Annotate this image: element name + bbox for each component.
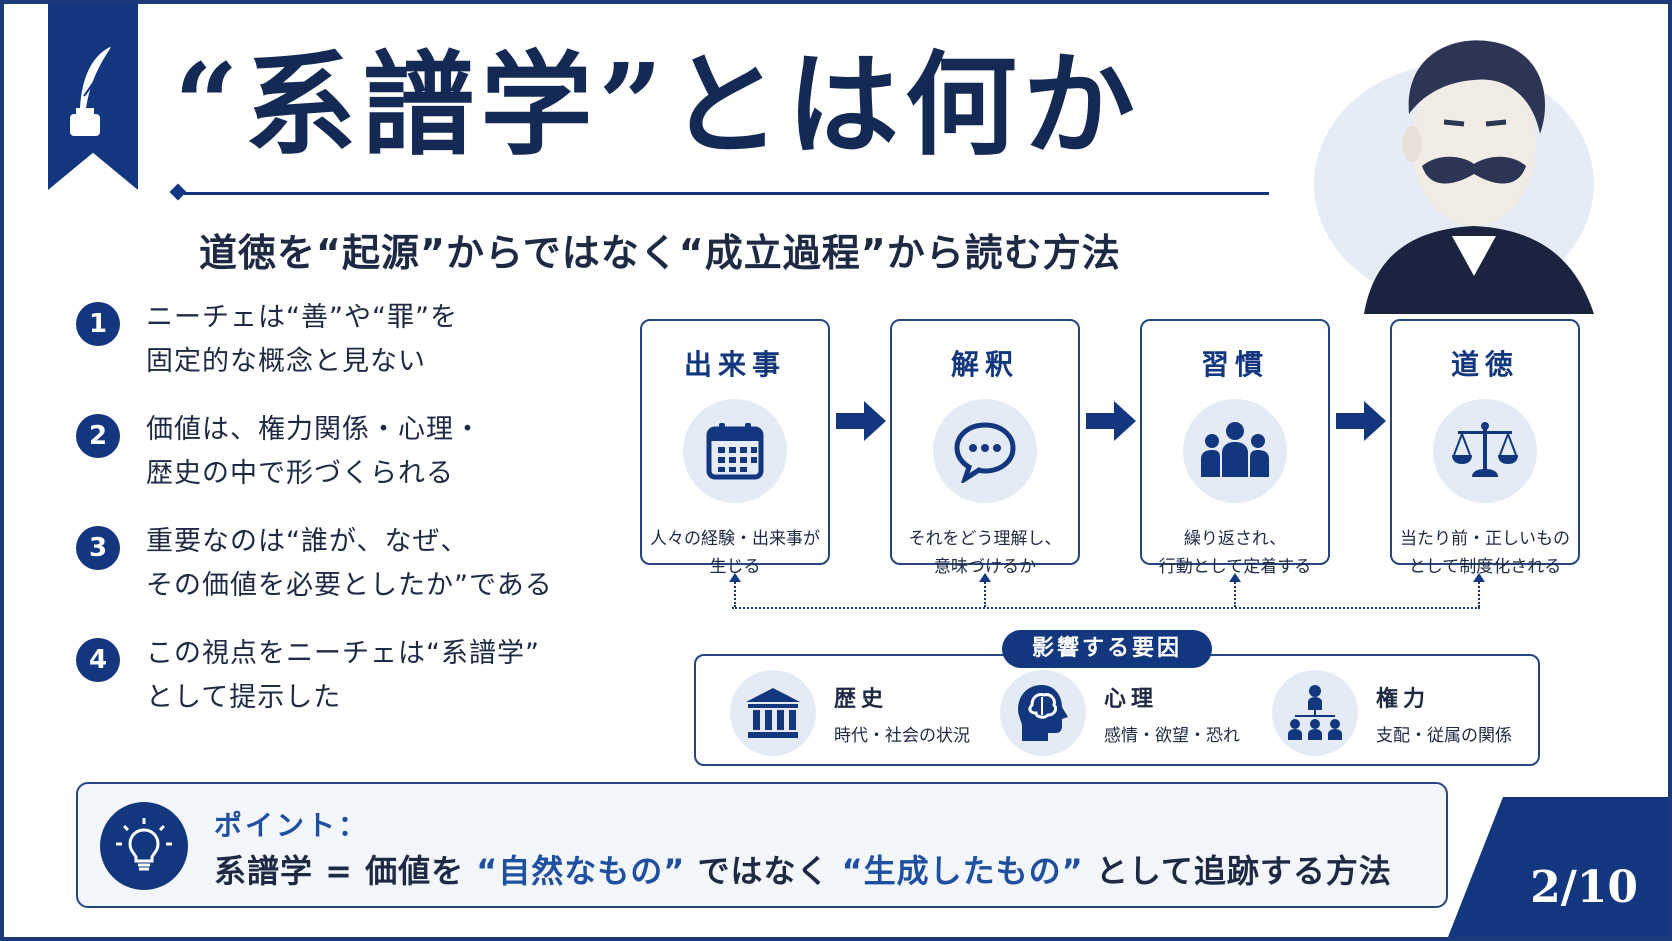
scales-icon [1452,422,1518,477]
callout-text-part: ではなく [697,852,830,890]
callout-highlight: “生成したもの” [841,852,1084,890]
factor-name: 心理 [1104,686,1159,712]
influence-arrow-up [1473,573,1485,607]
point-line: として提示した [146,682,342,713]
influencing-factors-panel: 歴史 時代・社会の状況 心理 感情・欲望・恐れ [694,654,1540,766]
list-item: 3 重要なのは“誰が、なぜ、 その価値を必要としたか”である [76,520,596,608]
step-icon-circle [933,399,1037,503]
point-line: この視点をニーチェは“系譜学” [146,638,540,669]
point-number: 1 [76,302,120,346]
lightbulb-icon [116,818,172,871]
list-item: 1 ニーチェは“善”や“罪”を 固定的な概念と見ない [76,296,596,384]
point-line: 歴史の中で形づくられる [146,458,454,489]
step-title: 習慣 [1200,348,1269,381]
point-line: 重要なのは“誰が、なぜ、 [146,526,469,557]
factor-psychology: 心理 感情・欲望・恐れ [1000,670,1240,756]
process-step-event: 出来事 人々の経験・出来事が 生じる [640,319,830,577]
factor-text: 権力 支配・従属の関係 [1376,681,1512,746]
step-title: 道徳 [1450,348,1519,381]
point-line: 価値は、権力関係・心理・ [146,414,482,445]
point-number: 3 [76,526,120,570]
people-group-icon [1201,422,1269,477]
point-number: 2 [76,414,120,458]
step-description: 繰り返され、 行動として定着する [1142,525,1328,581]
factor-history: 歴史 時代・社会の状況 [730,670,970,756]
influence-arrow-up [729,573,741,607]
influence-arrow-up [1229,573,1241,607]
institution-icon [746,688,800,738]
step-title: 出来事 [683,348,786,381]
factor-name: 権力 [1376,686,1431,712]
factor-subtext: 支配・従属の関係 [1376,725,1512,746]
factor-subtext: 時代・社会の状況 [834,725,970,746]
factor-text: 心理 感情・欲望・恐れ [1104,681,1240,746]
step-icon-circle [1433,399,1537,503]
step-desc-line: 意味づけるか [934,557,1036,577]
bulb-icon-circle [100,802,188,890]
step-desc-line: 生じる [709,557,761,577]
hierarchy-icon [1288,685,1342,740]
step-description: 当たり前・正しいもの として制度化される [1392,525,1578,581]
head-brain-icon [1018,685,1068,741]
step-description: 人々の経験・出来事が 生じる [642,525,828,581]
quill-inkwell-icon [70,45,113,136]
key-points-list: 1 ニーチェは“善”や“罪”を 固定的な概念と見ない 2 価値は、権力関係・心理… [76,296,596,744]
point-line: その価値を必要としたか”である [146,570,553,601]
factor-name: 歴史 [834,686,889,712]
bookmark-ribbon [48,4,138,190]
key-point-callout: ポイント： 系譜学 = 価値を “自然なもの” ではなく “生成したもの” とし… [76,782,1448,908]
factor-icon-circle [1000,670,1086,756]
arrow-right-icon [1086,401,1136,441]
point-number: 4 [76,638,120,682]
factors-label-pill: 影響する要因 [1002,630,1213,668]
arrow-right-icon [836,401,886,441]
step-title: 解釈 [950,348,1019,381]
page-number: 2/10 [1530,862,1638,913]
process-step-morality: 道徳 当たり前・正しいもの として制度化される [1390,319,1580,577]
point-text: ニーチェは“善”や“罪”を 固定的な概念と見ない [146,296,458,384]
callout-text: 系譜学 = 価値を “自然なもの” ではなく “生成したもの” として追跡する方… [214,846,1392,892]
step-desc-line: それをどう理解し、 [908,529,1062,549]
factor-power: 権力 支配・従属の関係 [1272,670,1512,756]
factor-icon-circle [730,670,816,756]
step-desc-line: 当たり前・正しいもの [1400,529,1570,549]
factor-icon-circle [1272,670,1358,756]
callout-label: ポイント： [214,809,370,842]
calendar-icon [706,423,764,480]
point-line: ニーチェは“善”や“罪”を [146,302,458,333]
callout-text-part: として追跡する方法 [1095,852,1392,890]
point-text: この視点をニーチェは“系譜学” として提示した [146,632,540,720]
factor-subtext: 感情・欲望・恐れ [1104,725,1240,746]
step-desc-line: 繰り返され、 [1183,529,1287,549]
point-text: 重要なのは“誰が、なぜ、 その価値を必要としたか”である [146,520,553,608]
process-step-habit: 習慣 繰り返され、 行動として定着する [1140,319,1330,577]
step-description: それをどう理解し、 意味づけるか [892,525,1078,581]
list-item: 4 この視点をニーチェは“系譜学” として提示した [76,632,596,720]
title-rule [179,192,1269,195]
step-desc-line: として制度化される [1408,557,1562,577]
step-desc-line: 行動として定着する [1158,557,1312,577]
step-icon-circle [1183,399,1287,503]
callout-highlight: “自然なもの” [476,852,686,890]
arrow-right-icon [1336,401,1386,441]
list-item: 2 価値は、権力関係・心理・ 歴史の中で形づくられる [76,408,596,496]
point-line: 固定的な概念と見ない [146,346,426,377]
process-step-interpretation: 解釈 それをどう理解し、 意味づけるか [890,319,1080,577]
influence-arrow-up [979,573,991,607]
page-subtitle: 道徳を“起源”からではなく“成立過程”から読む方法 [199,231,1121,275]
portrait-illustration [1314,40,1594,314]
influence-connector-line [732,607,1480,609]
factor-text: 歴史 時代・社会の状況 [834,681,970,746]
speech-bubble-icon [954,422,1016,483]
step-desc-line: 人々の経験・出来事が [650,529,820,549]
page-title: “系譜学”とは何か [174,40,1141,171]
step-icon-circle [683,399,787,503]
callout-text-part: 系譜学 = 価値を [214,852,465,890]
point-text: 価値は、権力関係・心理・ 歴史の中で形づくられる [146,408,482,496]
